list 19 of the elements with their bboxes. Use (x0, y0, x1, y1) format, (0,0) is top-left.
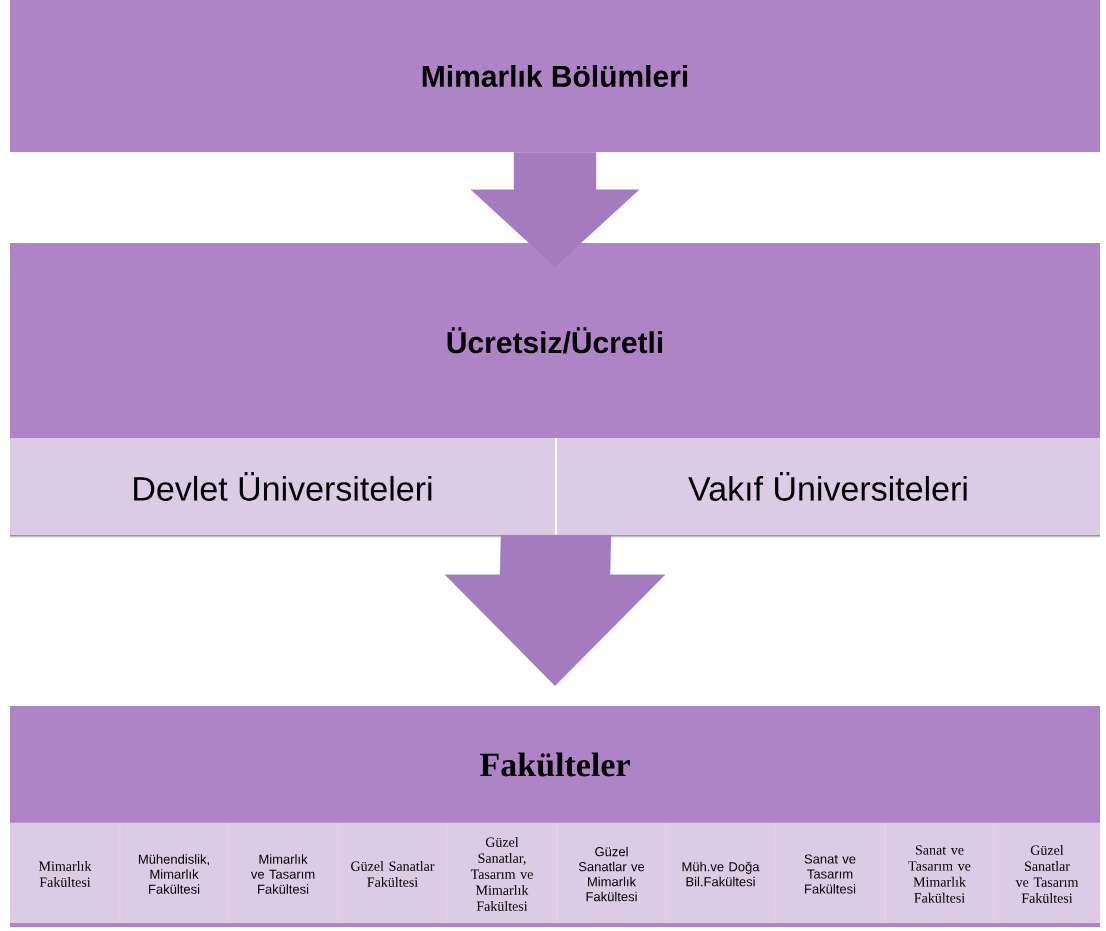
table-cell: Mimarlık ve Tasarım Fakültesi (227, 822, 339, 926)
table-cell: Mimarlık Fakültesi (9, 822, 121, 926)
category-box: Vakıf Üniversiteleri (557, 438, 1100, 535)
node-label: Vakıf Üniversiteleri (688, 472, 967, 501)
table-cell: Güzel Sanatlar Fakültesi (337, 822, 448, 926)
table-cell: Güzel Sanatlar ve Tasarım Fakültesi (993, 822, 1101, 926)
table-cell: Sanat ve Tasarım ve Mimarlık Fakültesi (884, 822, 995, 926)
table-cell: Müh.ve Doğa Bil.Fakültesi (665, 822, 776, 926)
table-cell: Güzel Sanatlar ve Mimarlık Fakültesi (556, 822, 667, 926)
heading-band: Fakülteler (10, 706, 1100, 823)
node-label: Devlet Üniversiteleri (134, 472, 432, 501)
heading-band: Mimarlık Bölümleri (10, 0, 1100, 152)
block-arrow (444, 535, 666, 686)
heading-band: Ücretsiz/Ücretli (10, 243, 1100, 438)
table-cell: Güzel Sanatlar, Tasarım ve Mimarlık Fakültesi (446, 822, 558, 926)
table-cell: Mühendislik, Mimarlık Fakültesi (119, 822, 229, 926)
table-cell: Sanat ve Tasarım Fakültesi (774, 822, 886, 926)
category-box: Devlet Üniversiteleri (10, 438, 555, 535)
block-arrow (470, 152, 640, 267)
